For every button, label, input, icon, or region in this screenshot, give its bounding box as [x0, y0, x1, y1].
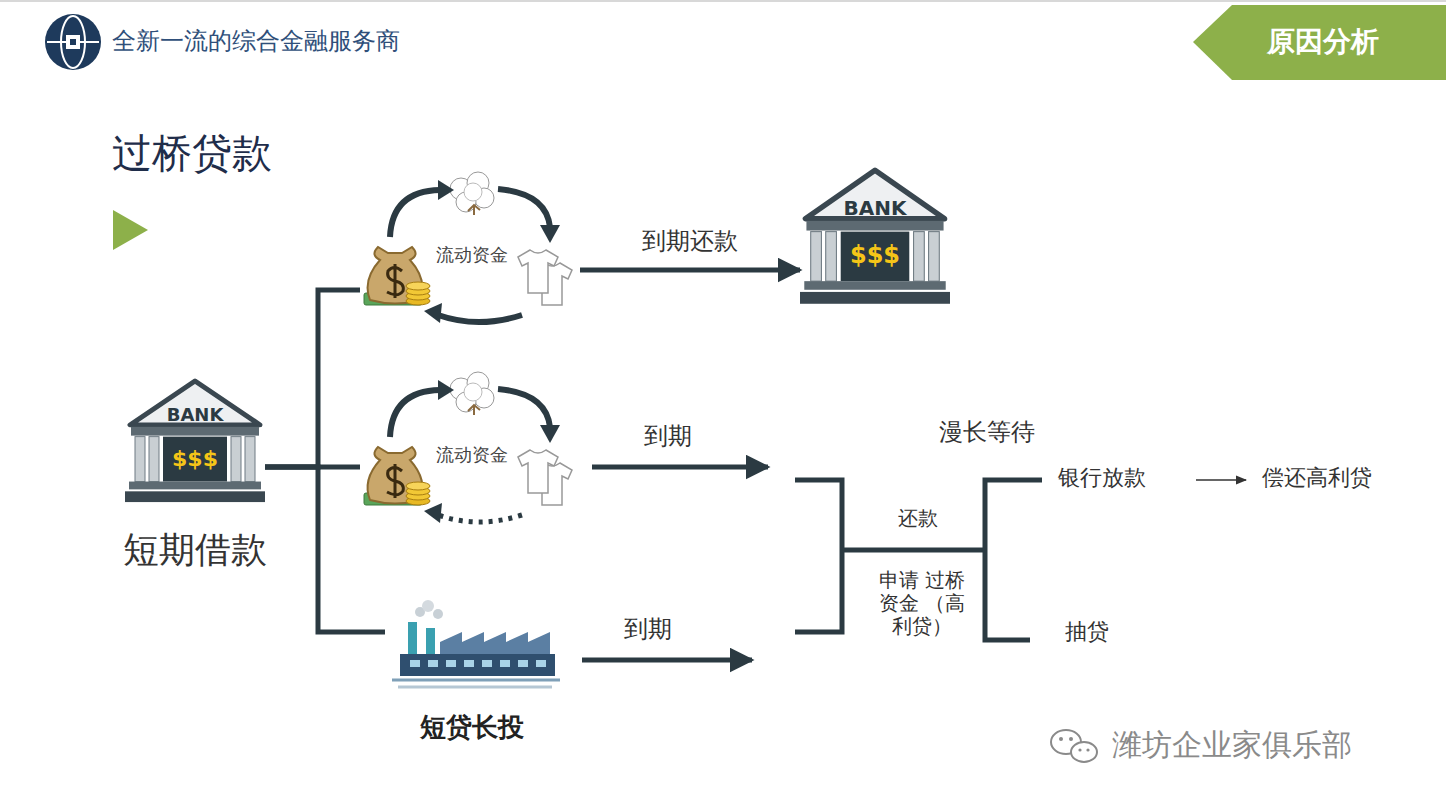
factory-icon [440, 632, 550, 656]
title-marker [113, 210, 148, 250]
flow-label: 偿还高利贷 [1262, 465, 1372, 490]
cash-cycle [424, 503, 442, 523]
cash-cycle [424, 303, 442, 323]
factory-icon [500, 660, 510, 667]
node-text: BANK [844, 197, 907, 220]
flow-label: 银行放款 [1058, 465, 1146, 490]
node-subtext: $$$ [850, 242, 900, 270]
watermark: 潍坊企业家俱乐部 [1112, 728, 1352, 763]
bank-icon [125, 381, 265, 502]
title-marker [113, 210, 148, 250]
wechat-icon [1078, 748, 1081, 751]
node-text: 流动资金 [436, 245, 508, 266]
factory-icon [518, 660, 528, 667]
node-text: 流动资金 [436, 445, 508, 466]
factory-icon [536, 660, 546, 667]
wechat-icon [1071, 742, 1097, 762]
flow-label: 到期 [644, 423, 692, 451]
factory-icon [422, 600, 434, 612]
flow-arrow [592, 465, 768, 470]
factory-icon [446, 660, 456, 667]
cash-cycle [438, 315, 522, 322]
bank-icon [800, 170, 950, 304]
flow-label: 漫长等待 [939, 419, 1035, 447]
connector [265, 290, 360, 467]
factory-icon [428, 660, 438, 667]
header [70, 39, 76, 45]
cash-cycle [364, 372, 572, 523]
wechat-icon [1069, 737, 1073, 741]
wechat-icon [1086, 748, 1089, 751]
cycle-node: 流动资金 [360, 365, 580, 525]
node-subtext: 短期借款 [123, 529, 267, 570]
factory-icon [433, 609, 443, 619]
bracket [795, 480, 842, 632]
header [66, 35, 80, 49]
factory-icon [410, 660, 420, 667]
factory-icon [482, 660, 492, 667]
flow-label: 还款 [898, 507, 938, 530]
cycle-node: 流动资金 [360, 165, 580, 325]
flow-arrow [582, 658, 752, 663]
header [0, 1, 1446, 80]
flow-label: 申请 过桥资金 （高利贷） [869, 569, 975, 638]
bank-node: BANK$$$短期借款 [125, 378, 265, 505]
flow-arrow [582, 467, 1246, 660]
bracket [985, 480, 1042, 640]
factory-icon [410, 660, 546, 667]
slide-title: 过桥贷款 [112, 130, 272, 176]
header-text: 全新一流的综合金融服务商 [112, 28, 400, 56]
factory-icon [426, 628, 435, 656]
factory-icon [464, 660, 474, 667]
node-subtext: $$$ [172, 446, 218, 471]
wechat-icon [1059, 737, 1063, 741]
header [0, 0, 1446, 2]
flow-arrow [1196, 479, 1246, 481]
cash-cycle [364, 172, 572, 323]
bracket [842, 548, 985, 553]
node-text: 原因分析 [1267, 26, 1379, 58]
bracket [795, 480, 1042, 640]
flow-label: 到期 [624, 616, 672, 644]
wechat-icon [1051, 730, 1097, 762]
factory-icon [392, 600, 560, 687]
factory-icon [398, 686, 552, 689]
factory-node: 短贷长投 [385, 605, 560, 690]
cash-cycle [364, 372, 572, 505]
node-text: 短贷长投 [420, 713, 524, 743]
connector [580, 268, 800, 273]
cash-cycle [364, 172, 572, 305]
bank-node: BANK $$$ [800, 167, 950, 307]
cash-cycle [438, 515, 522, 522]
header [1193, 5, 1446, 80]
header [45, 14, 101, 70]
factory-icon [400, 654, 555, 676]
factory-icon [408, 622, 417, 656]
section-tab: 原因分析 [1193, 5, 1446, 80]
edge-label: 到期还款 [639, 228, 741, 256]
factory-icon [392, 679, 560, 682]
flow-label: 抽贷 [1065, 619, 1109, 644]
node-text: BANK [167, 405, 224, 426]
connector [265, 467, 385, 632]
